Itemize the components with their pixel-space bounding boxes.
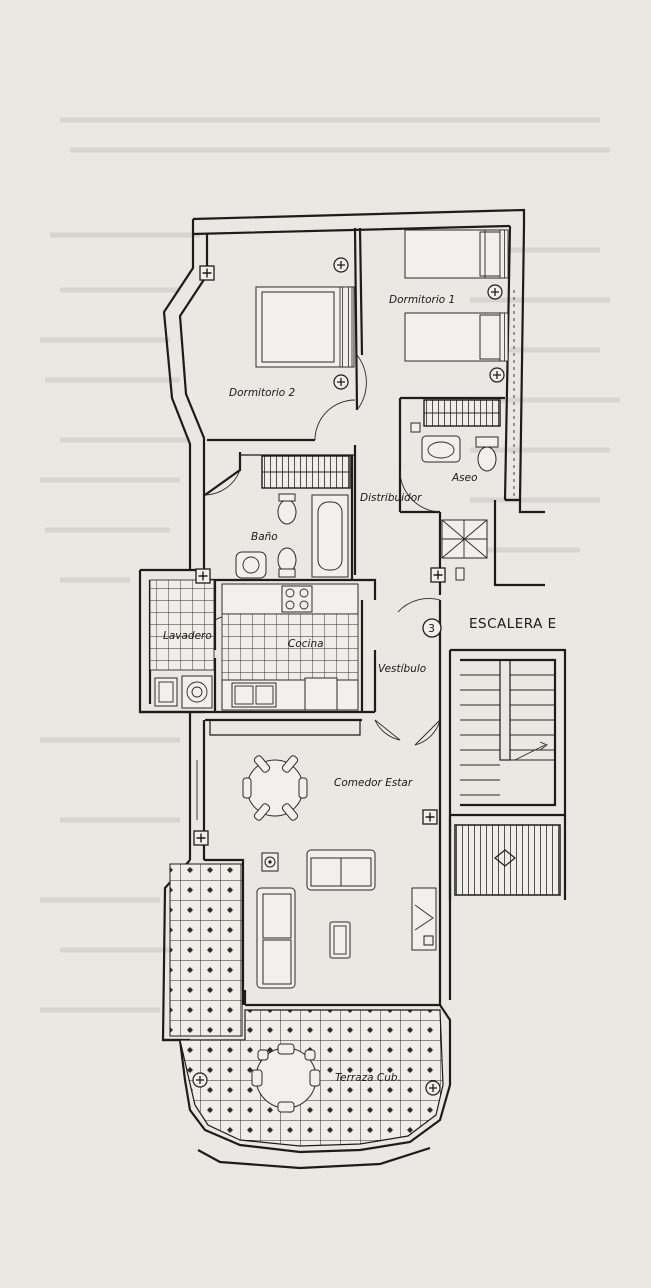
room-label-aseo: Aseo — [451, 472, 478, 484]
room-label-dormitorio-1: Dormitorio 1 — [389, 294, 455, 306]
terrace-side-tiles — [169, 863, 243, 1037]
bed-icon — [404, 229, 509, 279]
room-label-distribuidor: Distribuidor — [360, 492, 422, 504]
fridge — [304, 677, 338, 711]
kitchen-floor — [221, 613, 359, 681]
toilet-icon — [277, 547, 297, 578]
stove-icon — [281, 585, 313, 613]
room-label-lavadero: Lavadero — [163, 630, 212, 642]
electrical-outlet-icon — [199, 265, 215, 281]
sink-icon — [231, 682, 277, 708]
table-icon — [251, 1043, 321, 1113]
toilet-icon — [277, 493, 297, 525]
toilet-icon — [475, 436, 499, 472]
bed-icon — [255, 286, 355, 368]
room-label-terraza: Terraza Cub. — [335, 1072, 401, 1084]
room-label-vestibulo: Vestíbulo — [378, 663, 426, 675]
room-label-comedor: Comedor Estar — [334, 777, 413, 789]
bed-icon — [404, 312, 509, 362]
room-label-bano: Baño — [251, 531, 278, 543]
outlet-icon — [333, 257, 349, 273]
room-label-cocina: Cocina — [288, 638, 324, 650]
outlet-icon — [425, 1080, 441, 1096]
landing-hatch — [454, 824, 561, 896]
shower-icon — [441, 519, 488, 559]
coffee-table — [329, 921, 351, 959]
sofa-icon — [306, 849, 376, 891]
outlet-icon — [192, 1072, 208, 1088]
outlet-icon — [489, 367, 505, 383]
sink-icon — [235, 551, 267, 579]
bathtub-icon — [311, 494, 349, 578]
stair-icon — [460, 660, 555, 796]
outlet-icon — [333, 374, 349, 390]
laundry-floor — [149, 579, 215, 671]
washer — [181, 675, 213, 709]
room-label-dormitorio-2: Dormitorio 2 — [229, 387, 296, 399]
electrical-outlet-icon — [195, 568, 211, 584]
electrical-outlet-icon — [193, 830, 209, 846]
sofa-icon — [256, 887, 296, 989]
table-icon — [242, 755, 308, 821]
fireplace-icon — [411, 887, 437, 951]
outlet-icon — [487, 284, 503, 300]
plug-icon — [261, 852, 279, 872]
stair-number-marker — [422, 618, 442, 638]
electrical-outlet-icon — [430, 567, 446, 583]
electrical-outlet-icon — [422, 809, 438, 825]
stair-label: ESCALERA E — [469, 616, 557, 632]
stair-number: 3 — [428, 622, 435, 635]
